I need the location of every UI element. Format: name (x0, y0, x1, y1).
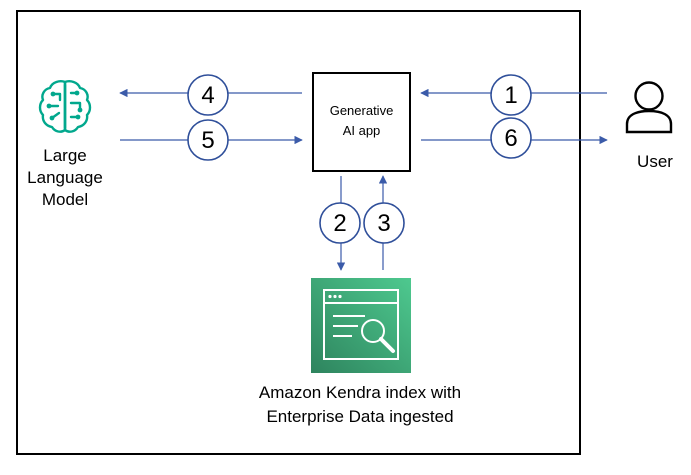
user-label: User (637, 152, 673, 171)
kendra-label: Amazon Kendra index with Enterprise Data… (200, 381, 520, 429)
step-circle-5: 5 (187, 119, 229, 161)
step-number-6: 6 (504, 125, 517, 152)
app-label-line-1: Generative (329, 103, 394, 118)
app-label: Generative AI app (313, 101, 410, 141)
generative-ai-app-box (312, 72, 411, 172)
step-circle-1: 1 (490, 74, 532, 116)
brain-circuit-icon (38, 80, 92, 133)
llm-label-line-3: Model (41, 190, 89, 209)
step-number-4: 4 (201, 82, 214, 109)
step-circle-3: 3 (363, 202, 405, 244)
step-circle-6: 6 (490, 117, 532, 159)
step-number-5: 5 (201, 127, 214, 154)
step-number-1: 1 (504, 82, 517, 109)
llm-label-line-1: Large (43, 146, 87, 165)
step-circle-4: 4 (187, 74, 229, 116)
step-circle-2: 2 (319, 202, 361, 244)
kendra-label-line-1: Amazon Kendra index with (258, 383, 462, 402)
app-label-line-2: AI app (342, 123, 381, 138)
step-number-2: 2 (333, 210, 346, 237)
llm-label: Large Language Model (20, 145, 110, 211)
search-index-icon (311, 278, 411, 373)
step-number-3: 3 (377, 210, 390, 237)
llm-label-line-2: Language (27, 168, 103, 187)
outer-boundary (16, 10, 581, 455)
user-icon (625, 81, 673, 134)
kendra-label-line-2: Enterprise Data ingested (266, 407, 454, 426)
